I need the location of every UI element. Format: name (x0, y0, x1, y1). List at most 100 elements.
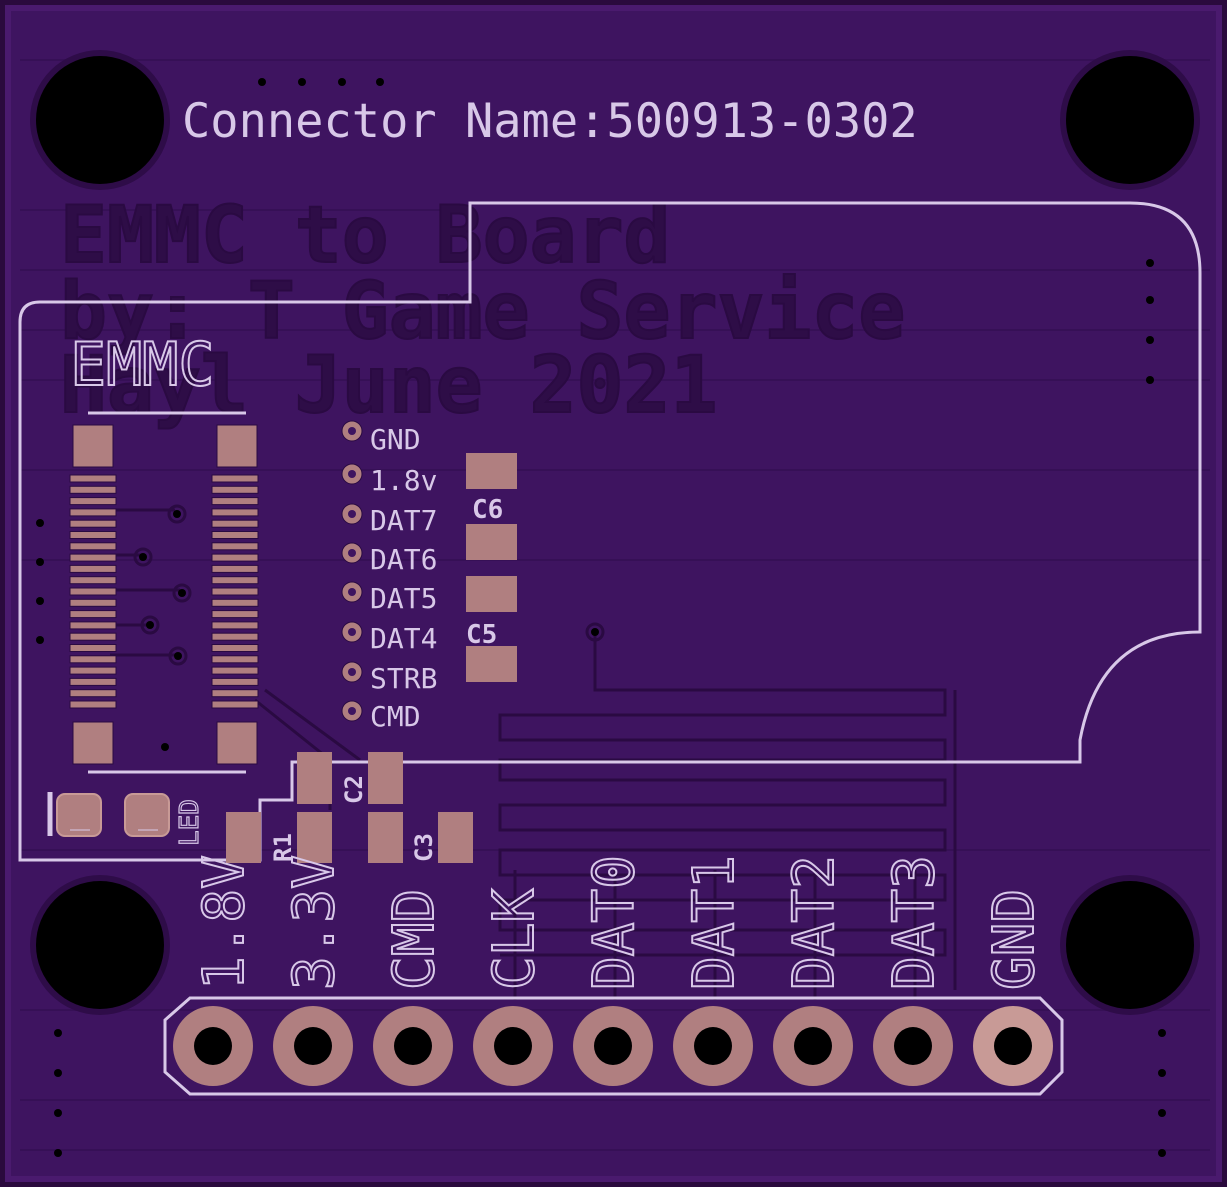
pin-row-dat4: DAT4 (341, 621, 437, 655)
connector-pad (211, 508, 259, 517)
connector-pad (211, 655, 259, 664)
connector-pad (211, 689, 259, 698)
mounting-holes (30, 50, 1200, 1015)
led-pad-icon (124, 793, 170, 837)
mounting-hole-icon (1066, 881, 1194, 1009)
pin-label: STRB (370, 662, 437, 695)
pin-row-dat5: DAT5 (341, 581, 437, 615)
connector-pad (69, 677, 117, 686)
resistor-r1: R1 (226, 812, 332, 863)
header-pin-dat2: DAT2 (773, 854, 853, 1086)
c2-label: C2 (340, 775, 368, 804)
connector-pad (211, 519, 259, 528)
connector-pad (69, 666, 117, 675)
connector-pad (211, 677, 259, 686)
pin-label: 1.8v (370, 464, 437, 497)
emmc-outline (18, 201, 1202, 862)
connector-pad (211, 542, 259, 551)
connector-pad (211, 553, 259, 562)
connector-pad (69, 700, 117, 709)
connector-pad (211, 474, 259, 483)
connector-pad (69, 689, 117, 698)
connector-pad (69, 553, 117, 562)
connector-pad (69, 621, 117, 630)
r1-label: R1 (269, 833, 297, 862)
pin-label: GND (370, 423, 421, 456)
header-pin-3v3: 3.3V (273, 854, 353, 1086)
mounting-hole-icon (36, 56, 164, 184)
pin-label: DAT4 (370, 622, 437, 655)
pin-label: DAT7 (370, 504, 437, 537)
connector-pad (69, 610, 117, 619)
connector-pad (211, 644, 259, 652)
capacitor-c5: C5 (466, 576, 517, 682)
header-pin-label: DAT3 (882, 855, 947, 990)
led-label: LED (175, 799, 205, 846)
connector-pad (211, 531, 259, 539)
connector-pad (69, 485, 117, 494)
pin-row-gnd: GND (341, 420, 421, 456)
emmc-connector (69, 424, 259, 765)
connector-pad (211, 621, 259, 630)
ghost-text: EMMC to Board by: T Game Service Hayl Ju… (59, 190, 906, 432)
connector-pad (69, 564, 117, 573)
header-pin-label: DAT0 (582, 855, 647, 990)
pin-label: CMD (370, 700, 421, 733)
connector-pad (69, 531, 117, 539)
connector-pad (69, 542, 117, 551)
header-pin-label: CMD (382, 889, 447, 990)
pin-list: GND 1.8v DAT7 DAT6 DAT5 DAT4 STRB CMD (341, 420, 437, 733)
header-pin-dat3: DAT3 (873, 854, 953, 1086)
header-pin-label: DAT1 (682, 855, 747, 990)
connector-pad (69, 655, 117, 664)
pin-row-dat7: DAT7 (341, 503, 437, 537)
c5-label: C5 (466, 620, 497, 650)
ghost-line-2: by: T Game Service (60, 267, 905, 357)
header-pin-clk: CLK (473, 888, 553, 1086)
pcb-edge (5, 5, 1222, 1182)
connector-pad (69, 587, 117, 596)
connector-pad (211, 598, 259, 607)
connector-pad (69, 519, 117, 528)
header-pin-label: CLK (482, 889, 547, 990)
capacitor-c2: C2 (297, 752, 403, 804)
connector-pad (211, 666, 259, 675)
header-pin-1v8: 1.8V (173, 854, 258, 1086)
pin-row-dat6: DAT6 (341, 542, 437, 576)
vias (36, 78, 1166, 1157)
capacitor-c6: C6 (466, 453, 517, 560)
mounting-hole-icon (1066, 56, 1194, 184)
connector-pad (69, 632, 117, 641)
header-pin-label: 1.8V (192, 855, 257, 990)
connector-pad (211, 587, 259, 596)
connector-pad (69, 497, 117, 506)
header-pin-dat1: DAT1 (673, 854, 753, 1086)
mounting-hole-icon (36, 881, 164, 1009)
emmc-label: EMMC (70, 330, 215, 400)
connector-pad (211, 497, 259, 506)
led: LED (47, 792, 206, 847)
pin-row-strb: STRB (341, 661, 437, 695)
header-pin-cmd: CMD (373, 888, 453, 1086)
header-pin-dat0: DAT0 (573, 854, 653, 1086)
pin-label: DAT5 (370, 582, 437, 615)
connector-pad (69, 474, 117, 483)
pin-row-cmd: CMD (341, 700, 421, 733)
ghost-line-1: EMMC to Board (60, 191, 670, 281)
header-title: Connector Name:500913-0302 (182, 94, 918, 149)
connector-pad (211, 564, 259, 573)
header-outline (163, 996, 1064, 1096)
pin-row-1v8: 1.8v (341, 463, 437, 497)
header-pin-gnd: GND (973, 888, 1053, 1086)
connector-pad (211, 632, 259, 641)
pin-label: DAT6 (370, 543, 437, 576)
led-pad-icon (56, 793, 102, 837)
connector-pad (211, 485, 259, 494)
connector-pad (69, 644, 117, 652)
connector-pad (69, 508, 117, 517)
header-pin-label: DAT2 (782, 855, 847, 990)
connector-pad (69, 576, 117, 585)
c3-label: C3 (410, 833, 438, 862)
connector-pad (211, 576, 259, 585)
